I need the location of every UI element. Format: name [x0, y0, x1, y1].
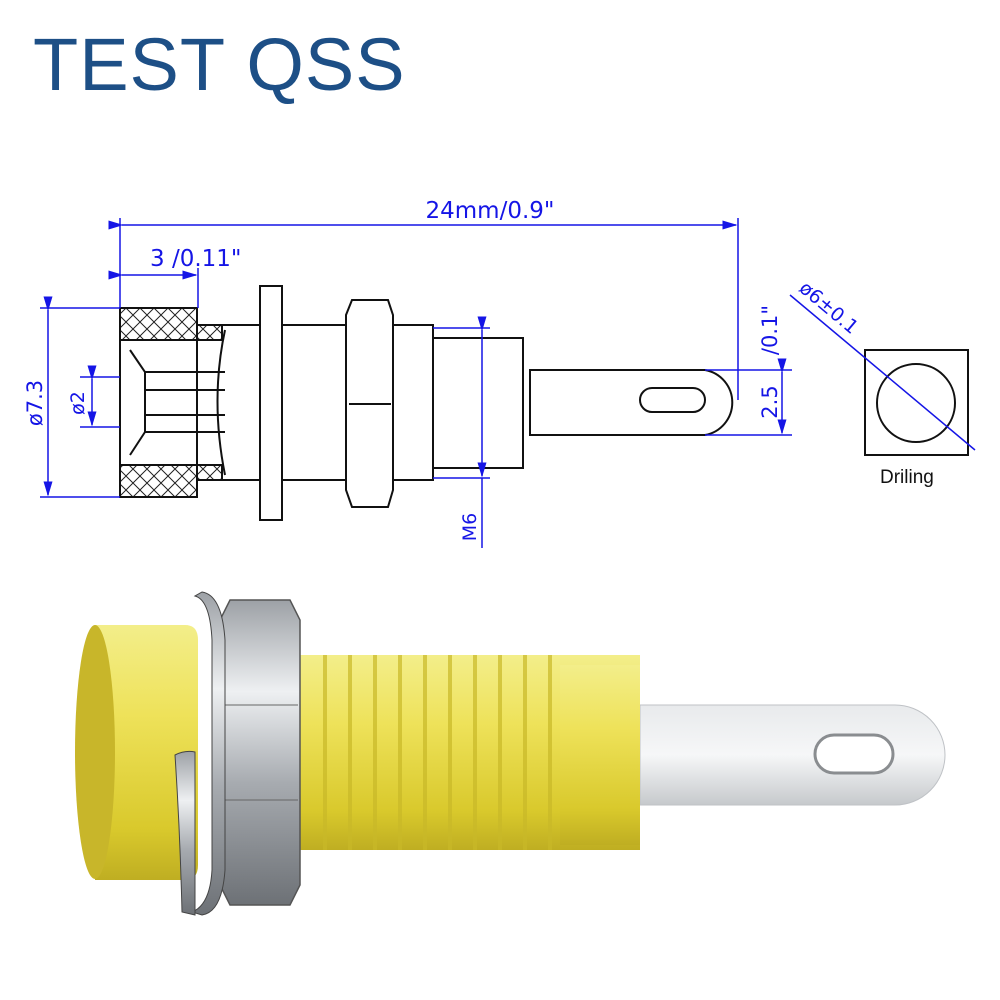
- product-render: [75, 591, 946, 916]
- socket-outline: [119, 285, 969, 521]
- pin-width-label: 2.5: [758, 385, 782, 418]
- cap-length-label: 3 /0.11": [150, 246, 241, 272]
- overall-length-label: 24mm/0.9": [426, 198, 555, 224]
- thread-label: M6: [459, 513, 481, 541]
- drilling-label: Driling: [880, 467, 934, 488]
- hole-diameter-label: ø2: [67, 391, 89, 415]
- dimension-lines: [40, 218, 976, 548]
- brand-title: TEST QSS: [33, 23, 406, 106]
- cap-diameter-label: ø7.3: [23, 380, 47, 426]
- pin-width-inch-label: /0.1": [758, 305, 782, 355]
